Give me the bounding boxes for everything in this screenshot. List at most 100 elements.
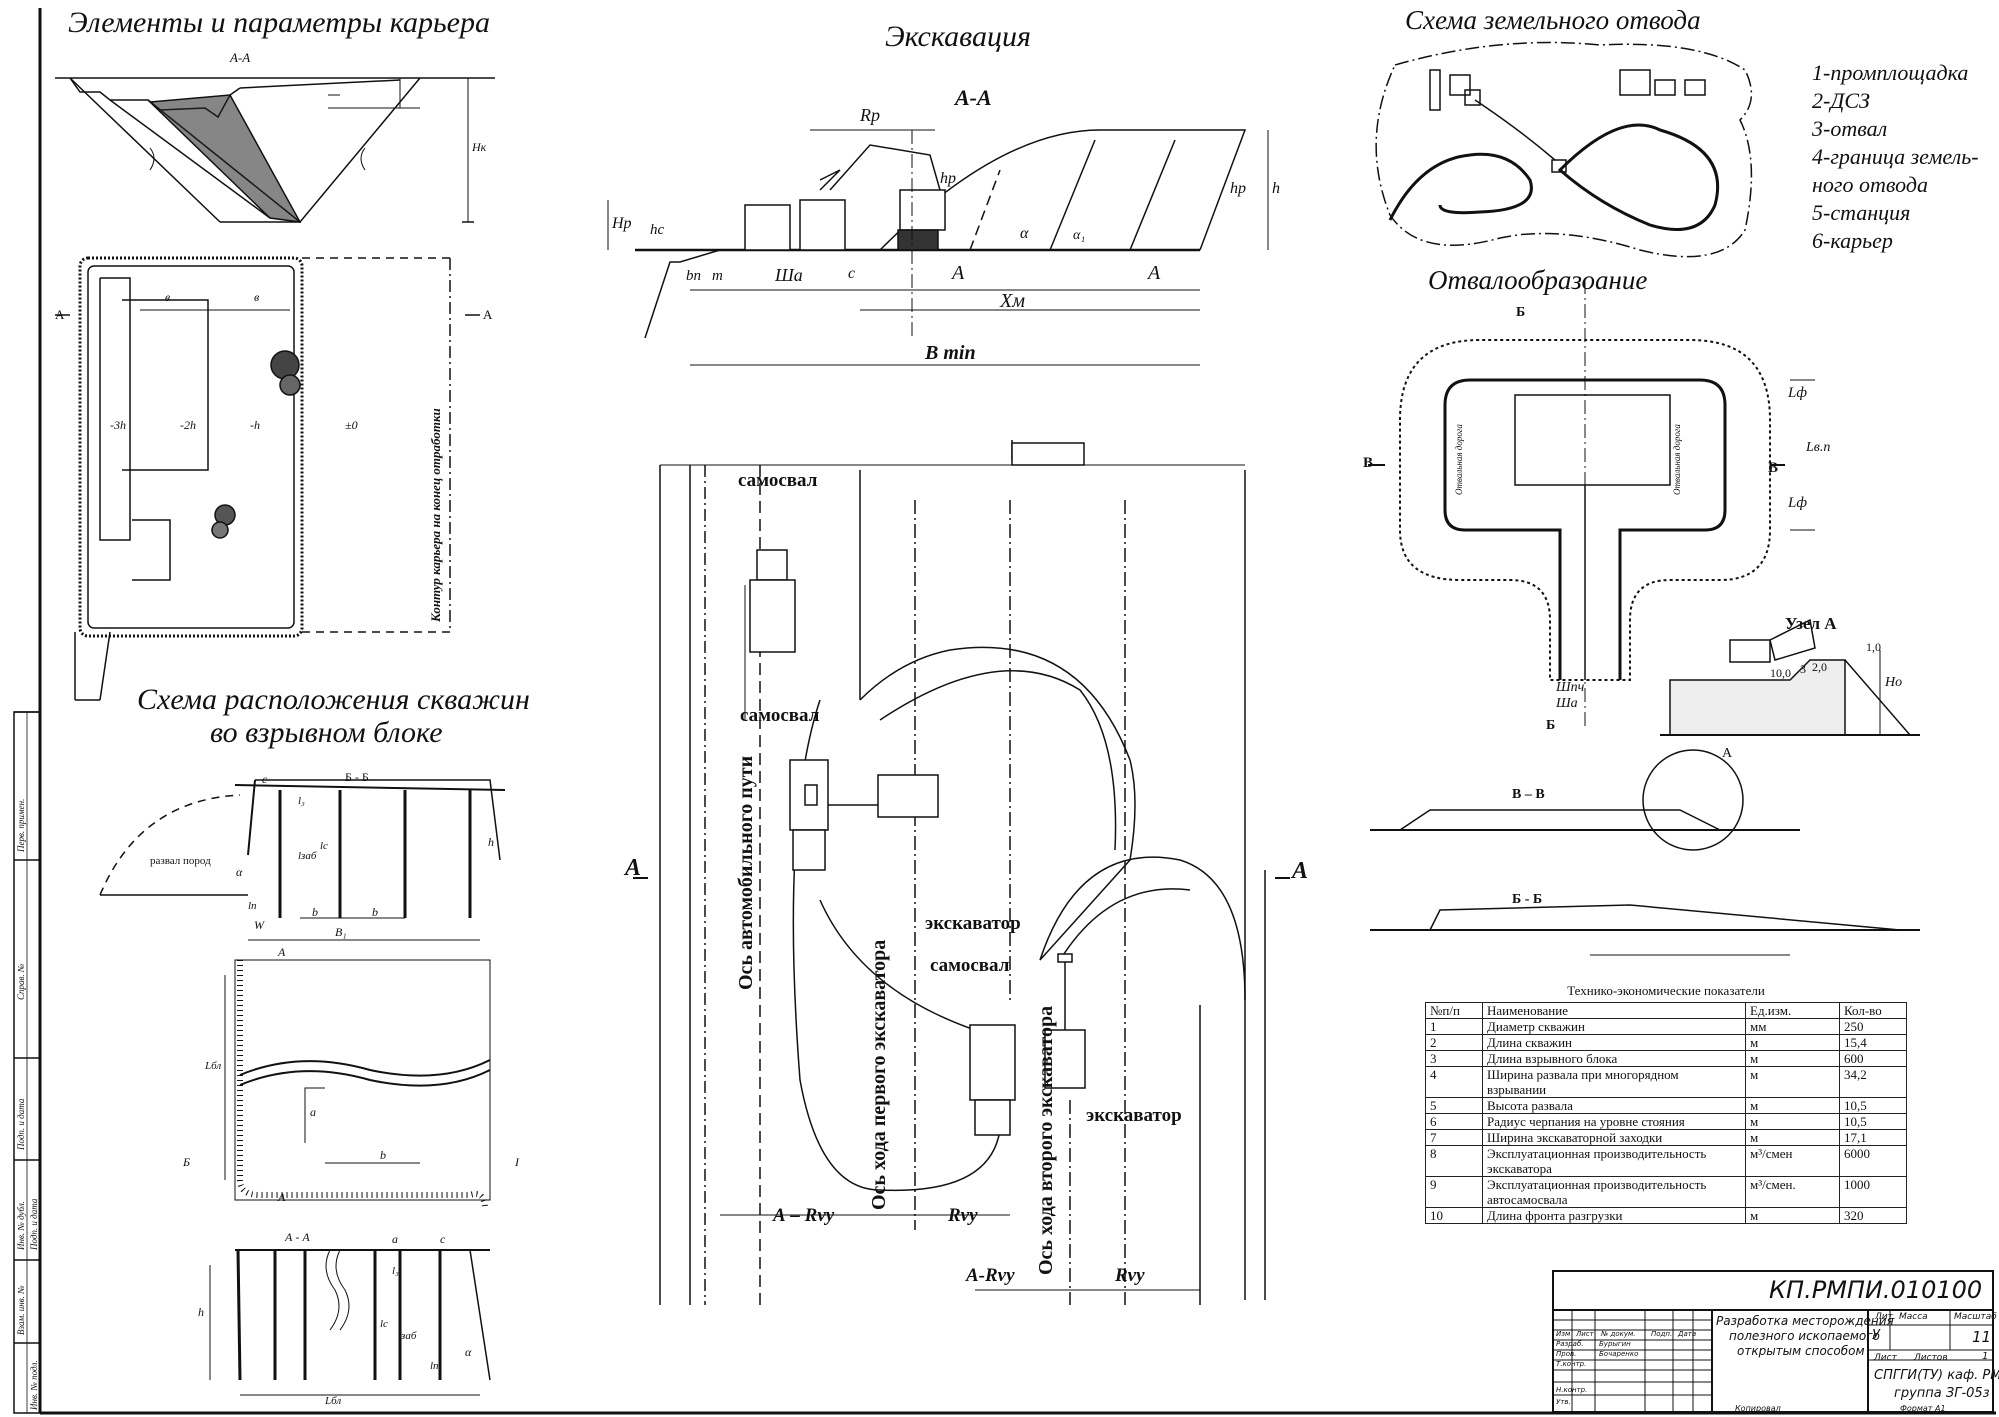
a-rvy-label: А – Rvy: [773, 1205, 835, 1226]
stamp-copied: Копировал: [1735, 1404, 1781, 1413]
table-cell: м³/смен.: [1745, 1176, 1840, 1208]
dump-dim-label: 3: [1800, 662, 1806, 676]
stamp-col: Изм: [1556, 1330, 1571, 1338]
wells-spacing-a: а: [310, 1105, 316, 1119]
wells-section-bb-label: Б - Б: [345, 770, 369, 784]
side-stamp-field: Перв. примен.: [16, 798, 26, 852]
stamp-sheets-value: 1: [1982, 1351, 1989, 1362]
table-cell: 250: [1839, 1018, 1907, 1035]
stamp-role: Т.контр.: [1556, 1360, 1587, 1368]
dump-plan: [1368, 280, 1815, 730]
wells-l3-label: l₃: [392, 1265, 399, 1277]
quarry-level-label: -2h: [180, 418, 196, 432]
quarry-width-label: в: [165, 290, 171, 304]
table-cell: Диаметр скважин: [1482, 1018, 1746, 1035]
legend-item: 4-граница земель-: [1812, 144, 1979, 169]
quarry-plan: [55, 256, 480, 701]
table-cell: 17,1: [1839, 1129, 1907, 1146]
rvy-label: Rvy: [1115, 1265, 1145, 1286]
table-cell: Высота развала: [1482, 1097, 1746, 1114]
wells-b-label: b: [372, 905, 378, 919]
table-cell: 600: [1839, 1050, 1907, 1067]
stamp-col: Дата: [1678, 1330, 1697, 1338]
wells-lbl-label: Lбл: [325, 1395, 342, 1407]
drawing-title-line: полезного ископаемого: [1729, 1329, 1880, 1343]
title-land-allocation: Схема земельного отвода: [1405, 5, 1701, 35]
quarry-depth-label: Нк: [472, 140, 487, 154]
road-axis-label: Ось автомобильного пути: [735, 755, 757, 990]
excavation-a2-label: А: [1148, 262, 1161, 284]
dump-section-bb-label: Б - Б: [1512, 892, 1543, 907]
wells-c-label: с: [262, 772, 268, 786]
table-cell: 10,5: [1839, 1097, 1907, 1114]
tep-table-caption: Технико-экономические показатели: [1567, 983, 1765, 998]
excavation-section: [607, 129, 1269, 366]
stamp-role: Разраб.: [1556, 1340, 1584, 1348]
table-cell: 1: [1425, 1018, 1483, 1035]
wells-section-aa: [209, 1249, 491, 1396]
table-cell: м: [1745, 1050, 1840, 1067]
table-cell: 34,2: [1839, 1066, 1907, 1098]
side-stamp-field: Подп. и дата: [29, 1198, 39, 1250]
table-cell: м: [1745, 1034, 1840, 1051]
quarry-section-mark: А: [55, 307, 65, 322]
excavation-a1-label: А: [952, 262, 965, 284]
wells-lc-label: lс: [380, 1318, 388, 1330]
dump-section-mark: В: [1768, 460, 1779, 476]
excavation-h-label: h: [1272, 180, 1280, 197]
wells-a-mark: А: [278, 1190, 286, 1204]
table-cell: м: [1745, 1207, 1840, 1224]
wells-plan: [224, 959, 491, 1211]
excavation-alpha1-label: α₁: [1073, 228, 1086, 243]
table-header: Наименование: [1482, 1002, 1746, 1019]
wells-i-mark: I: [515, 1155, 519, 1169]
table-header-row: №п/п Наименование Ед.изм. Кол-во: [1425, 1002, 1907, 1019]
table-cell: Ширина экскаваторной заходки: [1482, 1129, 1746, 1146]
side-stamp-field: Подп. и дата: [16, 1098, 26, 1150]
excavator-label: экскаватор: [1086, 1105, 1182, 1126]
wells-l3-label: l₃: [298, 795, 305, 807]
legend-item: 3-отвал: [1812, 116, 1888, 141]
wells-a2-label: а: [392, 1232, 398, 1246]
section-mark-a-right: А: [1292, 858, 1309, 884]
excavation-hp-right-label: hр: [1230, 180, 1246, 197]
stamp-name: Бурыгин: [1599, 1340, 1631, 1348]
table-cell: 7: [1425, 1129, 1483, 1146]
truck-label: самосвал: [738, 470, 818, 491]
side-stamp-field: Инв. № подл.: [29, 1360, 39, 1410]
stamp-scale-value: 11: [1972, 1328, 1992, 1346]
dump-node-a-label: А: [1722, 746, 1733, 761]
dump-lf-label: Lф: [1788, 385, 1807, 401]
table-header: Ед.изм.: [1745, 1002, 1840, 1019]
stamp-col: Лист: [1576, 1330, 1594, 1338]
quarry-level-label: -3h: [110, 418, 126, 432]
side-stamp-field: Справ. №: [16, 963, 26, 1000]
table-cell: Длина скважин: [1482, 1034, 1746, 1051]
wells-section-aa-label: А - А: [285, 1230, 310, 1244]
dump-section-bb: [1370, 904, 1920, 956]
dump-sha-label: Ша: [1556, 696, 1578, 711]
stamp-sheets-label: Листов: [1914, 1353, 1948, 1363]
wells-section-bb: [99, 779, 506, 941]
truck-label: самосвал: [740, 705, 820, 726]
wells-h2-label: h: [198, 1305, 204, 1319]
table-cell: м³/смен: [1745, 1145, 1840, 1177]
rvy-label: Rvy: [948, 1205, 978, 1226]
title-wells-line2: во взрывном блоке: [210, 716, 443, 749]
stamp-role: Утв.: [1556, 1398, 1571, 1406]
excavation-sha-label: Ша: [775, 265, 803, 285]
wells-alpha-label: α: [465, 1345, 472, 1359]
wells-lzab-label: lзаб: [298, 850, 317, 862]
table-cell: 10,5: [1839, 1113, 1907, 1130]
quarry-level-label: -h: [250, 418, 260, 432]
excavator1-axis-label: Ось хода первого экскаватора: [868, 939, 890, 1210]
stamp-role: Н.контр.: [1556, 1386, 1588, 1394]
dump-road-label: Отвальная дорога: [1454, 424, 1464, 495]
excavation-hp-mid-label: hр: [940, 170, 956, 187]
